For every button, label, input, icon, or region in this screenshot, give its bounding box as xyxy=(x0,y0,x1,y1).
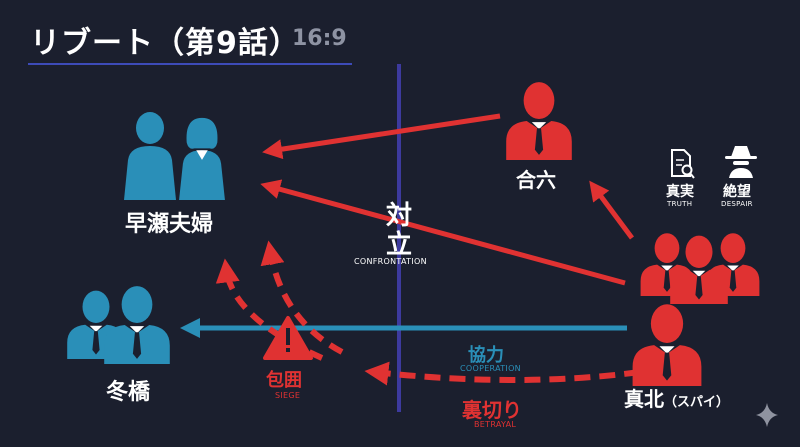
fuyuhashi-group-icon xyxy=(67,286,170,364)
goroku-icon xyxy=(506,82,572,160)
siege-sub: SIEGE xyxy=(275,391,301,400)
goroku-label: 合六 xyxy=(516,168,556,192)
sparkle-icon xyxy=(756,403,778,427)
fuyuhashi-label: 冬橋 xyxy=(106,380,151,405)
hayase-couple-icon xyxy=(124,112,225,200)
arrow-group-to-hayase xyxy=(260,179,626,286)
makita-name: 真北 xyxy=(624,387,664,411)
arrow-goroku-to-hayase xyxy=(262,113,501,160)
makita-icon xyxy=(632,304,702,386)
title-underline xyxy=(28,63,352,65)
despair-sub: DESPAIR xyxy=(721,200,753,208)
betrayal-arrow xyxy=(364,361,641,386)
warning-icon xyxy=(263,316,313,360)
despair-label: 絶望 xyxy=(723,184,751,200)
cooperation-label: 協力 xyxy=(468,345,504,366)
magnifier-document-icon xyxy=(671,149,695,179)
confrontation-label-1: 対 xyxy=(386,201,413,231)
confrontation-label-2: 立 xyxy=(386,230,413,260)
cooperation-sub: COOPERATION xyxy=(460,364,521,373)
arrow-group-to-goroku xyxy=(589,180,635,240)
siege-label: 包囲 xyxy=(266,370,302,391)
makita-label: 真北（スパイ） xyxy=(624,383,729,412)
truth-label: 真実 xyxy=(666,184,694,200)
truth-sub: TRUTH xyxy=(667,200,693,208)
makita-role: （スパイ） xyxy=(664,395,730,410)
siege-arrow-left xyxy=(215,258,324,361)
betrayal-label: 裏切り xyxy=(462,398,522,422)
organization-group-icon xyxy=(640,233,760,304)
spy-icon xyxy=(725,146,757,178)
confrontation-sub: CONFRONTATION xyxy=(354,257,427,266)
page-title: リブート（第9話） xyxy=(30,26,300,61)
betrayal-sub: BETRAYAL xyxy=(474,420,517,429)
aspect-ratio-label: 16:9 xyxy=(292,26,347,51)
hayase-label: 早瀬夫婦 xyxy=(125,212,214,237)
